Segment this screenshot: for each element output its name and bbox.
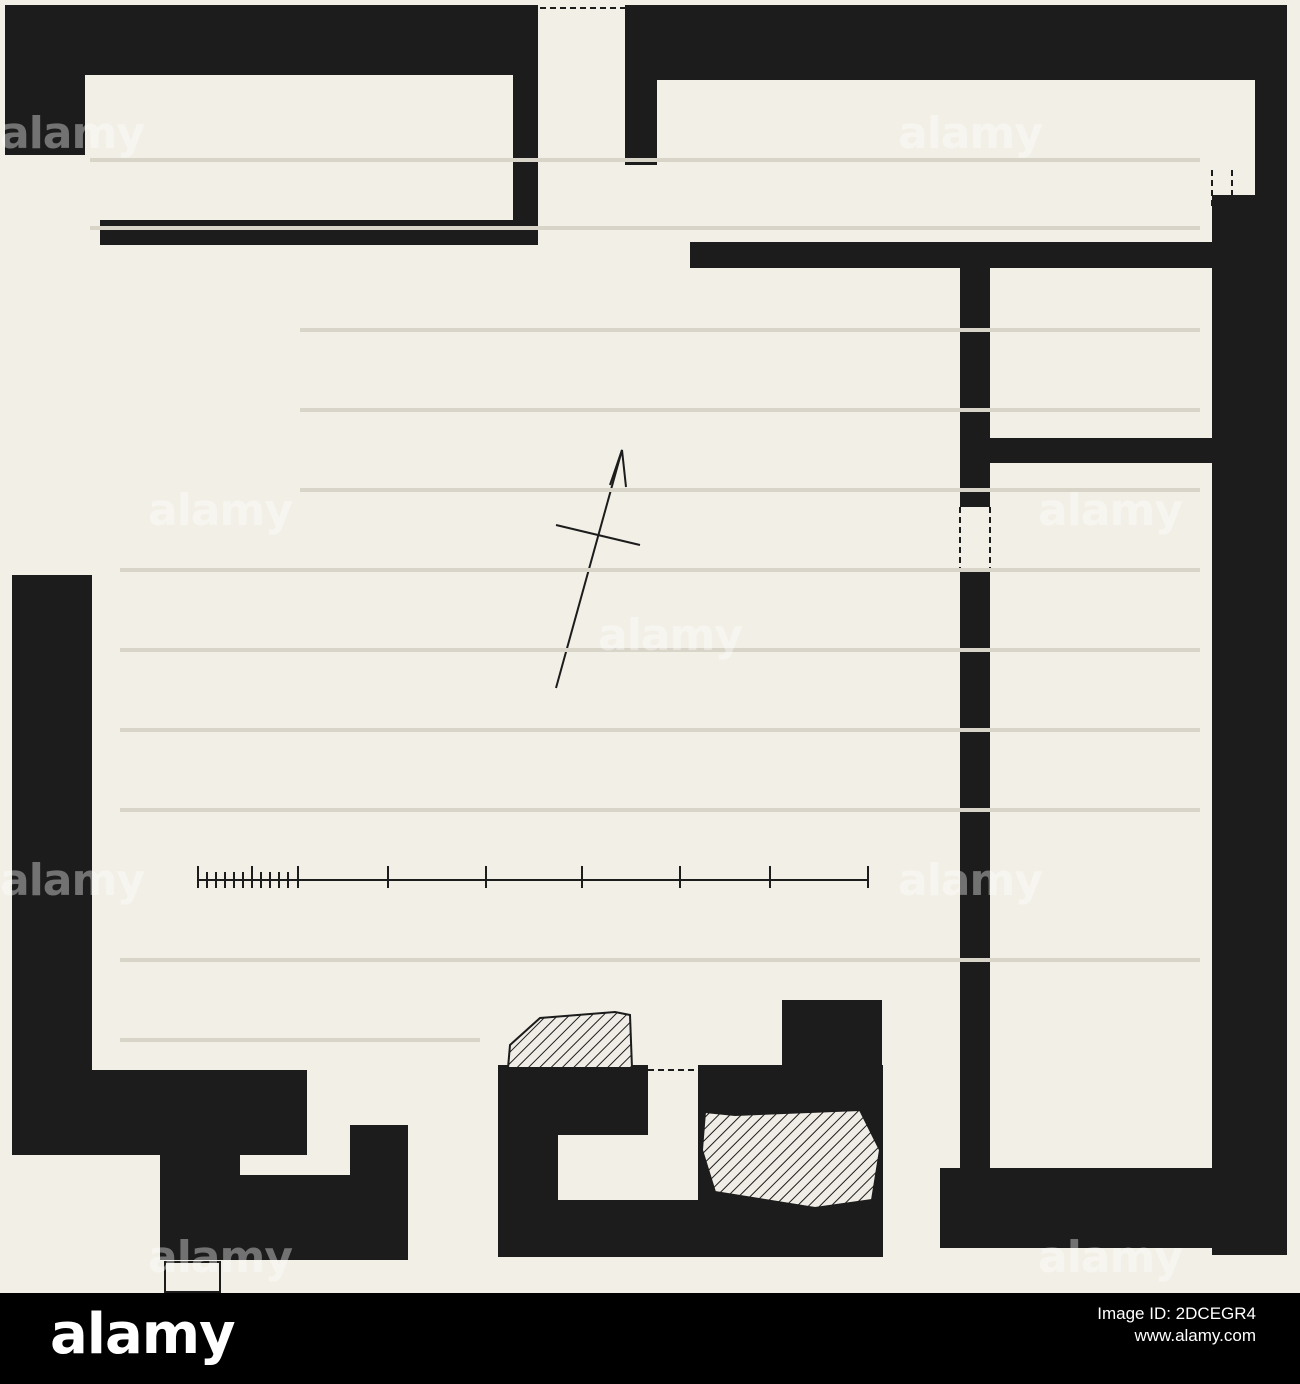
image-id-info: Image ID: 2DCEGR4 www.alamy.com [1097,1303,1256,1347]
wall-right-rooms [940,242,1287,1248]
scale-bar [197,866,869,888]
site-url-text: www.alamy.com [1134,1326,1256,1345]
floor-plan-figure: alamy alamy alamy alamy alamy alamy alam… [5,5,1287,1293]
dashed-door-right [540,7,1233,570]
wall-bottom-center [498,1000,883,1257]
show-through-lines [90,158,1200,1042]
hatched-area-right [700,1108,882,1210]
image-id-text: Image ID: 2DCEGR4 [1097,1304,1256,1323]
wall-bottom-left [12,575,408,1293]
wall-top-right-block [625,5,1287,1255]
footer-bar: alamy Image ID: 2DCEGR4 www.alamy.com [0,1293,1300,1384]
hatched-area-left [506,1010,634,1069]
alamy-logo: alamy [50,1302,236,1367]
floor-plan-drawing [5,5,1287,1293]
scale-bar-ticks [197,866,869,888]
wall-top-left-room [5,5,538,245]
